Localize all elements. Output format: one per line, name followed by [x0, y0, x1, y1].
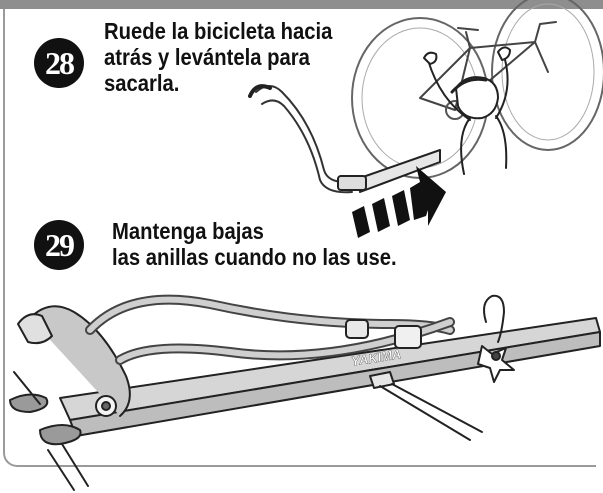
instruction-line: las anillas cuando no las use. [112, 244, 397, 270]
instruction-line: Ruede la bicicleta hacia [104, 18, 333, 44]
step-number: 28 [45, 44, 75, 81]
roof-rack-top-illustration [248, 84, 446, 238]
person-illustration [423, 46, 511, 175]
instruction-line: Mantenga bajas [112, 218, 264, 244]
step-instruction: Mantenga bajas las anillas cuando no las… [112, 218, 397, 270]
bike-rack-illustration [9, 294, 601, 491]
step-number-badge: 28 [34, 38, 84, 88]
step-instruction: Ruede la bicicleta hacia atrás y levánte… [104, 18, 332, 96]
page-frame [3, 9, 596, 467]
instruction-line: atrás y levántela para [104, 44, 310, 70]
direction-arrow [352, 166, 446, 238]
step-number: 29 [45, 226, 75, 263]
top-band [0, 0, 603, 9]
instruction-line: sacarla. [104, 70, 180, 96]
step-number-badge: 29 [34, 220, 84, 270]
